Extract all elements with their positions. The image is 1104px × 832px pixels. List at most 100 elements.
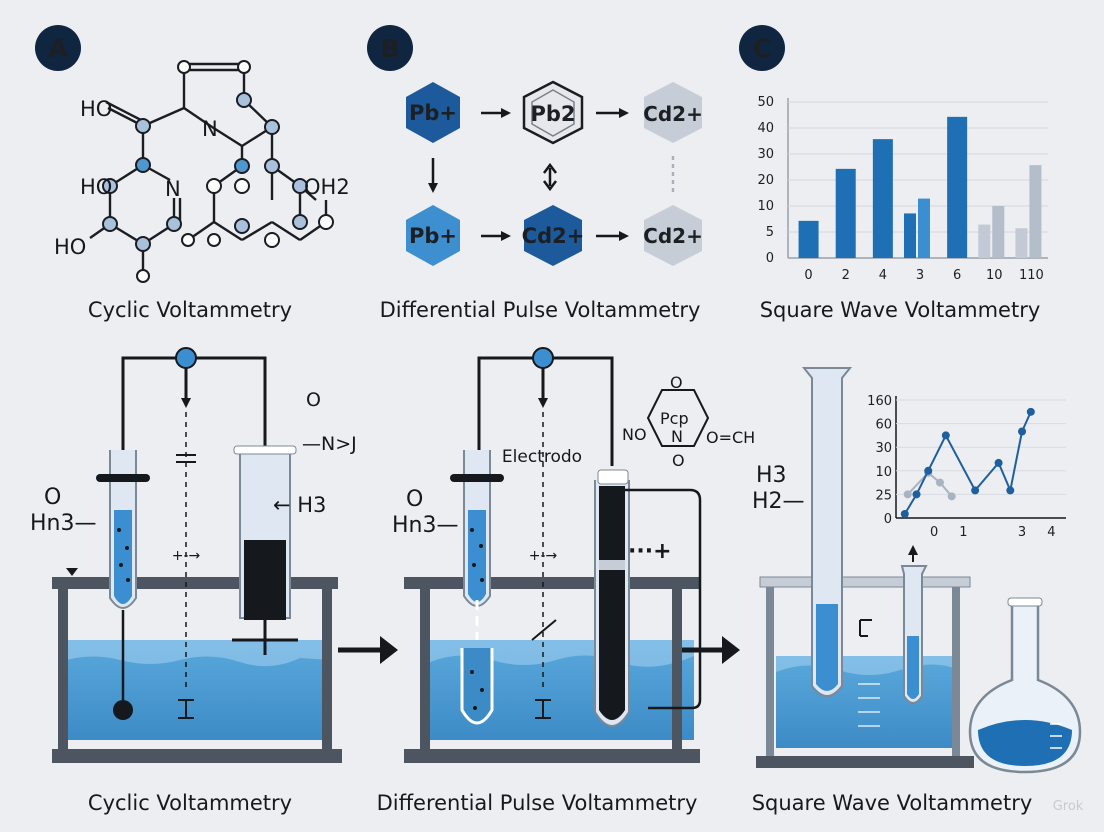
- bar: [835, 168, 856, 258]
- line-chart-c: 0 25 10 30 60 160 0 1 3 4: [867, 394, 1066, 540]
- svg-text:Hn3—: Hn3—: [30, 511, 96, 536]
- hexagon-pb-plus-bottom: [406, 205, 460, 266]
- bar: [918, 198, 930, 258]
- line-point: [903, 490, 912, 499]
- bar: [1029, 165, 1042, 258]
- line-point: [941, 431, 950, 440]
- line-series: [903, 411, 1032, 515]
- line-point: [900, 510, 909, 518]
- line-point: [994, 458, 1003, 467]
- line-chart-x-tick: 0: [930, 525, 938, 540]
- svg-text:···+: ···+: [628, 539, 672, 564]
- svg-text:Pb+: Pb+: [409, 101, 457, 125]
- hexagon-flow-b: Pb+ Pb2 Cd2+ Pb+ Cd2+ Cd2+: [406, 80, 703, 266]
- molecule-atoms-a: [102, 60, 334, 283]
- svg-text:N: N: [165, 177, 181, 201]
- bar: [978, 224, 991, 258]
- svg-text:Cd2+: Cd2+: [643, 102, 703, 126]
- svg-text:Pcp: Pcp: [660, 409, 689, 428]
- hexagon-cd2-top: [644, 82, 702, 143]
- svg-text:+-→: +-→: [529, 548, 558, 564]
- caption-differential-pulse-bottom: Differential Pulse Voltammetry: [377, 791, 698, 815]
- line-chart-x-tick: 3: [1018, 525, 1026, 540]
- svg-text:Hn3—: Hn3—: [392, 513, 458, 538]
- bar-chart-x-tick: 6: [953, 268, 961, 283]
- svg-text:O: O: [44, 485, 61, 510]
- line-point: [1018, 427, 1027, 436]
- bar-chart-x-tick: 110: [1019, 268, 1044, 283]
- bar: [1015, 228, 1028, 258]
- svg-text:Cd2+: Cd2+: [522, 224, 585, 248]
- caption-square-wave-bottom: Square Wave Voltammetry: [752, 791, 1033, 815]
- hexagon-pb-plus-top: [406, 82, 460, 143]
- svg-text:+-→: +-→: [172, 548, 201, 564]
- line-chart-x-tick: 4: [1047, 525, 1055, 540]
- flow-arrows-b: [428, 108, 675, 241]
- svg-text:OH2: OH2: [304, 175, 350, 199]
- bar-chart-y-tick: 50: [757, 95, 774, 110]
- svg-text:Electrodo: Electrodo: [502, 447, 582, 467]
- svg-text:Cd2+: Cd2+: [643, 224, 703, 248]
- arrow-between-setups-2: [682, 636, 740, 664]
- panel-c-badge: C: [739, 25, 785, 71]
- svg-text:O: O: [306, 389, 321, 411]
- bar: [992, 206, 1005, 258]
- line-chart-y-tick: 160: [867, 394, 892, 409]
- svg-text:—N>J: —N>J: [302, 433, 357, 455]
- panel-b-badge: B: [367, 25, 413, 71]
- caption-square-wave-top: Square Wave Voltammetry: [760, 298, 1041, 322]
- svg-text:HO: HO: [80, 175, 112, 199]
- svg-text:O: O: [672, 451, 685, 470]
- svg-text:A: A: [48, 34, 68, 63]
- bar-chart-x-tick: 2: [842, 268, 850, 283]
- bar: [947, 116, 968, 258]
- bar: [904, 213, 916, 258]
- bar-chart-y-tick: 40: [757, 121, 774, 136]
- bar: [872, 139, 893, 258]
- svg-text:HO: HO: [54, 235, 86, 259]
- line-point: [924, 466, 933, 475]
- bar-chart-y-tick: 10: [757, 199, 774, 214]
- svg-text:HO: HO: [80, 97, 112, 121]
- line-chart-y-tick: 30: [875, 441, 892, 456]
- line-chart-y-tick: 25: [875, 488, 892, 503]
- bar-chart-y-tick: 0: [766, 251, 774, 266]
- svg-text:H3: H3: [756, 463, 787, 488]
- svg-text:N: N: [671, 427, 683, 446]
- caption-cyclic-voltammetry-top: Cyclic Voltammetry: [88, 298, 292, 322]
- line-chart-y-tick: 0: [884, 512, 892, 527]
- svg-text:Pb+: Pb+: [409, 224, 457, 248]
- line-point: [935, 478, 944, 487]
- bar-chart-y-tick: 20: [757, 173, 774, 188]
- molecule-labels-a: HO N HO N OH2 HO: [54, 97, 350, 259]
- svg-text:N: N: [202, 117, 218, 141]
- bar-chart-x-tick: 10: [986, 268, 1003, 283]
- line-chart-y-tick: 10: [875, 465, 892, 480]
- line-point: [971, 486, 980, 495]
- bar: [798, 220, 819, 258]
- line-point: [912, 490, 921, 499]
- line-point: [947, 492, 956, 501]
- bar-chart-x-tick: 0: [804, 268, 812, 283]
- bar-chart-x-tick: 3: [916, 268, 924, 283]
- bar-chart-y-tick: 30: [757, 147, 774, 162]
- line-point: [1006, 486, 1015, 495]
- line-chart-y-tick: 60: [875, 418, 892, 433]
- caption-cyclic-voltammetry-bottom: Cyclic Voltammetry: [88, 791, 292, 815]
- setup-square-wave: H3 H2—: [752, 367, 1082, 774]
- bar-chart-x-tick: 4: [879, 268, 887, 283]
- svg-text:O: O: [406, 487, 423, 512]
- line-series: [906, 471, 953, 497]
- line-chart-x-tick: 1: [959, 525, 967, 540]
- line-point: [1026, 407, 1035, 416]
- svg-text:H2—: H2—: [752, 489, 805, 514]
- hexagon-cd2-middle: [524, 205, 582, 266]
- caption-differential-pulse-top: Differential Pulse Voltammetry: [380, 298, 701, 322]
- svg-text:C: C: [753, 34, 771, 63]
- watermark: Grok: [1053, 799, 1084, 814]
- setup-cyclic: +-→ O Hn3— ← H3 —N>J O: [30, 347, 357, 763]
- panel-a-badge: A: [35, 25, 81, 71]
- svg-text:NO: NO: [622, 425, 647, 444]
